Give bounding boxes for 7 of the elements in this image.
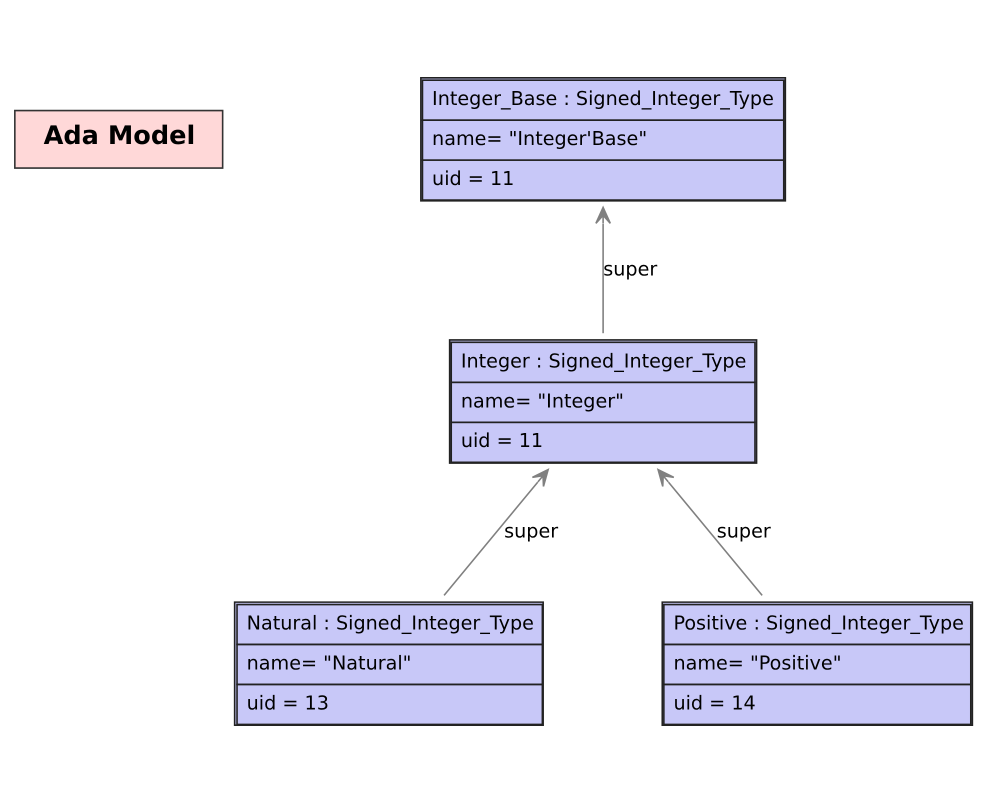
edge-label: super	[504, 519, 558, 542]
arrow	[595, 206, 612, 333]
edge-label: super	[603, 256, 658, 280]
arrow	[443, 468, 549, 596]
node-box: Ada Model	[14, 109, 224, 168]
edge-label: super	[716, 519, 771, 542]
arrow	[657, 468, 763, 596]
